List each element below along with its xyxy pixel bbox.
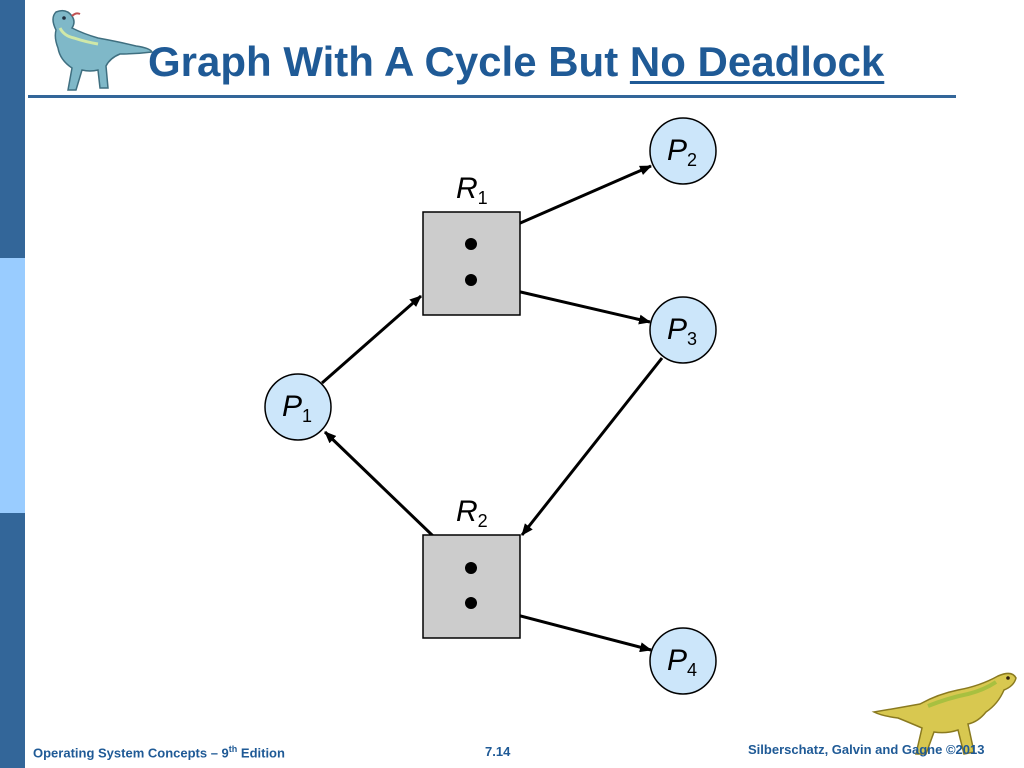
resource-instance-dot — [465, 274, 477, 286]
process-circle-p4 — [649, 627, 717, 695]
process-node-p1: P1 — [264, 373, 332, 441]
resource-instance-dot — [465, 562, 477, 574]
slide-title-emphasis: No Deadlock — [629, 38, 885, 85]
footer-page-number: 7.14 — [485, 744, 511, 759]
title-underline-rule — [28, 95, 956, 98]
footer-book-title-text: Operating System Concepts – 9 — [33, 745, 229, 761]
edge-p3-to-r2 — [520, 357, 664, 536]
resource-label-r2: R2 — [456, 495, 488, 531]
dinosaur-logo-icon — [52, 9, 154, 91]
process-node-p2: P2 — [649, 117, 717, 185]
resource-box-r2 — [422, 534, 521, 639]
footer-book-title-tail: Edition — [237, 745, 285, 761]
left-accent-bar-top — [0, 0, 25, 258]
process-circle-p2 — [649, 117, 717, 185]
dinosaur-mascot-icon — [871, 672, 1017, 755]
process-node-p4: P4 — [649, 627, 717, 695]
resource-instance-dot — [465, 597, 477, 609]
process-label-p2: P2 — [667, 134, 697, 170]
footer-book-title-sup: th — [228, 744, 238, 754]
process-circle-p1 — [264, 373, 332, 441]
left-accent-bar-bottom — [0, 513, 25, 768]
slide-title: Graph With A Cycle But No Deadlock — [148, 38, 884, 86]
process-circle-p3 — [649, 296, 717, 364]
slide-title-main: Graph With A Cycle But — [148, 38, 630, 85]
resource-node-r1: R1 — [422, 172, 521, 316]
resource-node-r2: R2 — [422, 495, 521, 639]
process-label-p1: P1 — [282, 390, 312, 426]
edge-p1-to-r1 — [321, 294, 422, 385]
process-label-p4: P4 — [667, 644, 697, 680]
process-node-p3: P3 — [649, 296, 717, 364]
left-accent-bar-middle — [0, 258, 25, 513]
footer-book-title: Operating System Concepts – 9th Edition — [33, 744, 285, 760]
resource-instance-dot — [465, 238, 477, 250]
resource-label-r1: R1 — [456, 172, 488, 208]
process-label-p3: P3 — [667, 313, 697, 349]
footer-copyright: Silberschatz, Galvin and Gagne ©2013 — [748, 742, 985, 757]
resource-box-r1 — [422, 211, 521, 316]
